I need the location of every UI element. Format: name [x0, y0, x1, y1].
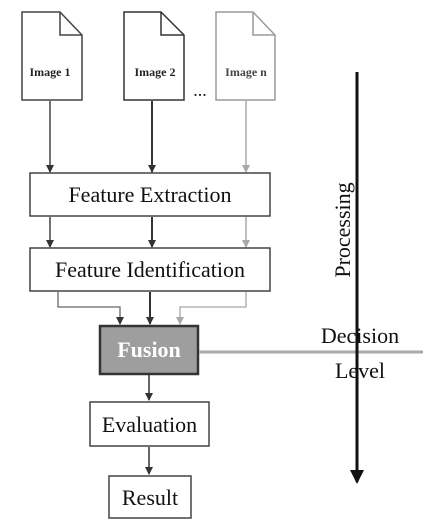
evaluation-label: Evaluation	[102, 412, 197, 437]
evaluation-box: Evaluation	[89, 401, 210, 447]
ellipsis: ...	[193, 80, 207, 100]
document-1-outline	[21, 11, 83, 101]
image-2-label: Image 2	[135, 65, 176, 79]
document-n-outline	[215, 11, 276, 101]
image-1-label: Image 1	[30, 65, 71, 79]
result-label: Result	[122, 485, 178, 510]
decision-label: Decision	[321, 323, 399, 348]
document-1-fold	[59, 12, 82, 36]
fusion-label: Fusion	[117, 337, 181, 362]
document-n-fold	[252, 12, 275, 36]
document-image-1: Image 1	[21, 11, 83, 101]
feature-extraction-box: Feature Extraction	[29, 172, 271, 217]
arrow-identification-to-fusion-n	[176, 292, 247, 325]
document-image-2: Image 2	[123, 11, 185, 101]
feature-extraction-label: Feature Extraction	[68, 182, 231, 207]
result-box: Result	[108, 475, 192, 519]
arrow-identification-to-fusion-1	[57, 292, 124, 325]
feature-identification-box: Feature Identification	[29, 247, 271, 292]
level-label: Level	[335, 358, 385, 383]
document-image-n: Image n	[215, 11, 276, 101]
document-2-outline	[123, 11, 185, 101]
processing-label: Processing	[330, 182, 355, 277]
fusion-box: Fusion	[98, 324, 200, 376]
document-2-fold	[160, 12, 184, 36]
feature-identification-label: Feature Identification	[55, 257, 245, 282]
image-n-label: Image n	[225, 65, 267, 79]
